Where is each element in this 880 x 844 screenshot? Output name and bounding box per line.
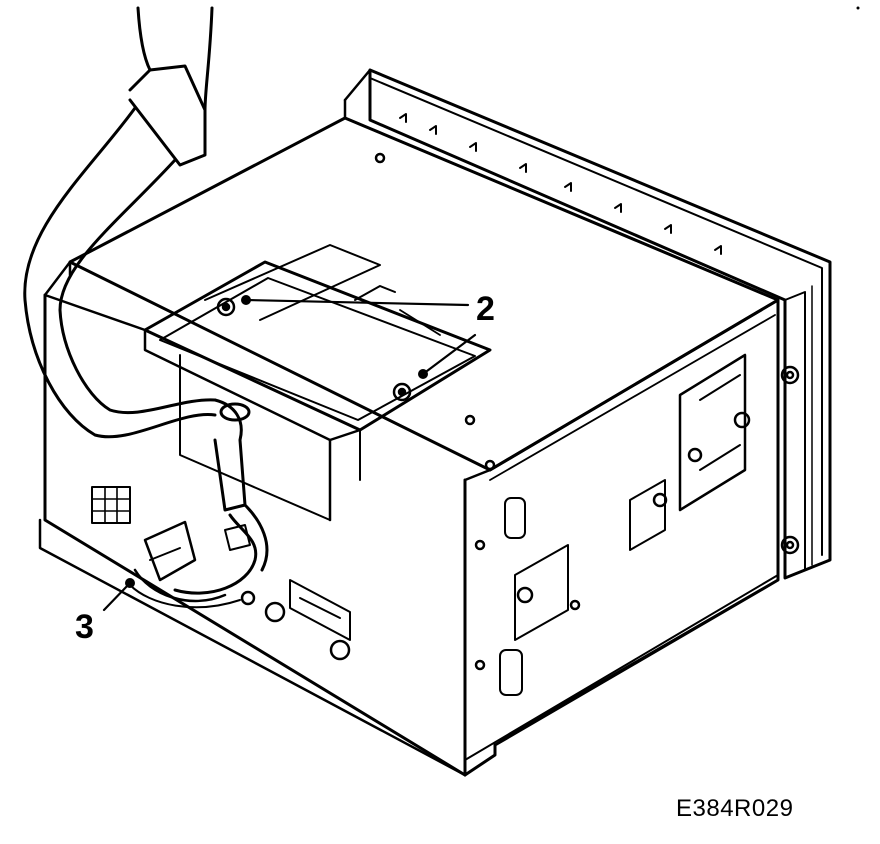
antenna-cable	[25, 8, 267, 593]
leader-dot-2a	[241, 295, 251, 305]
figure-code: E384R029	[676, 795, 794, 822]
leader-2-top	[246, 300, 468, 305]
screw-bottom	[394, 384, 410, 400]
corner-mark	[856, 6, 860, 10]
callout-2: 2	[476, 290, 495, 328]
rear-panel	[92, 487, 350, 659]
leader-2-bottom	[423, 335, 475, 374]
leader-dot-3	[125, 578, 135, 588]
leader-3	[104, 583, 130, 610]
screw-top	[218, 299, 234, 315]
side-bracket	[476, 355, 749, 695]
callout-3: 3	[75, 608, 94, 646]
ground-connector	[130, 522, 250, 607]
housing	[40, 118, 778, 775]
cover-plate	[145, 245, 490, 520]
front-bezel	[345, 70, 830, 578]
leader-lines	[104, 300, 475, 610]
leader-dot-2b	[418, 369, 428, 379]
